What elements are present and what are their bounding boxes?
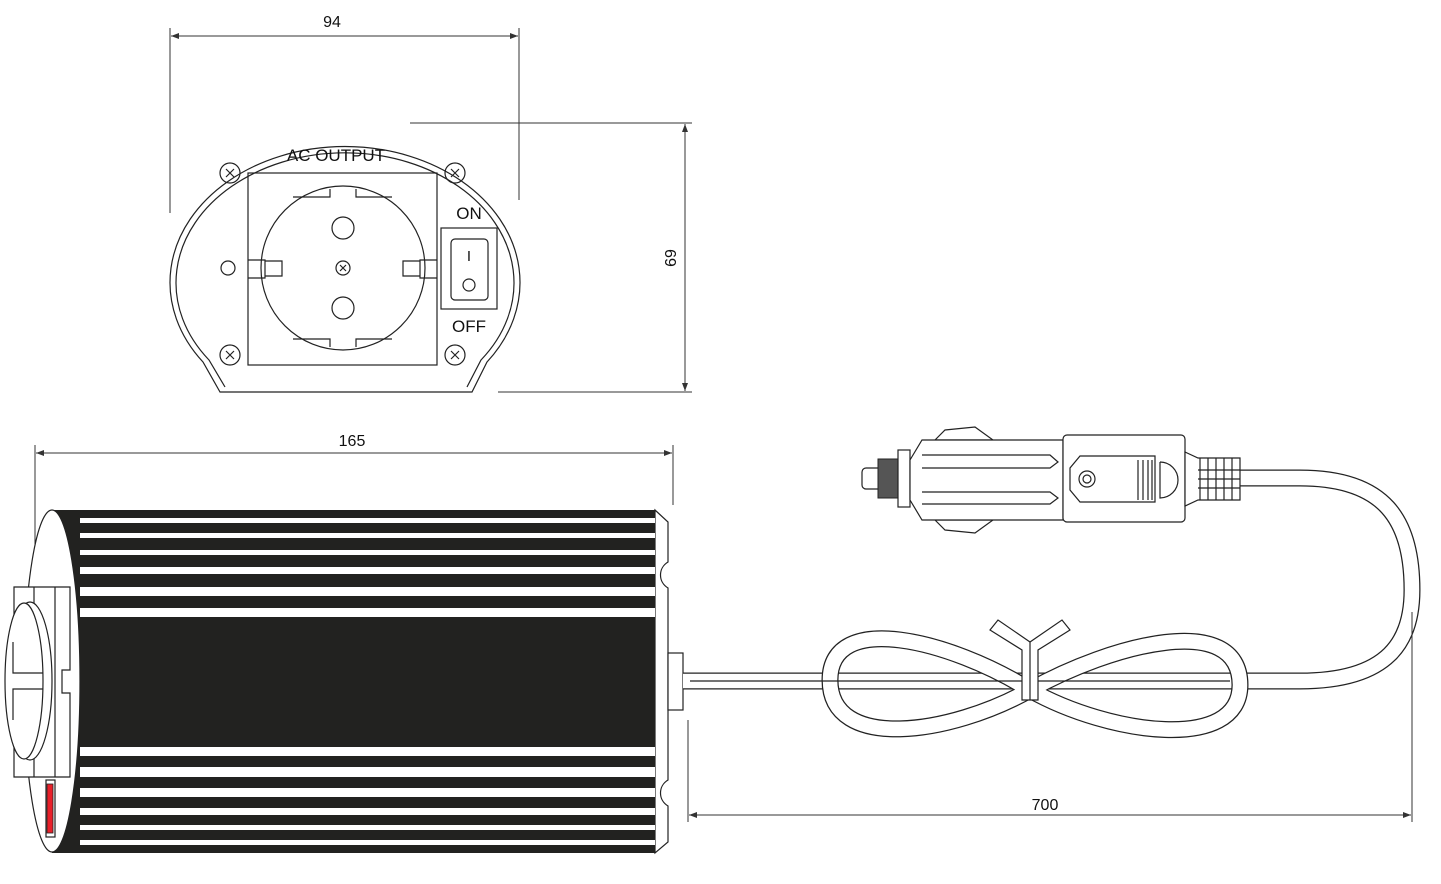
cigarette-lighter-plug [861, 426, 1241, 534]
dimension-height-label: 69 [663, 249, 680, 267]
cable-grommet [667, 652, 684, 711]
screw-icon [1078, 470, 1096, 488]
heatsink-body [52, 510, 655, 853]
dimension-height: 69 [410, 122, 692, 393]
dimension-length: 165 [34, 433, 674, 560]
switch-on-mark: I [467, 248, 471, 265]
dimension-width-label: 94 [323, 14, 341, 31]
switch-on-label: ON [456, 204, 482, 223]
led-indicator [46, 783, 54, 834]
power-cable [683, 469, 1421, 738]
dimension-cable: 700 [687, 612, 1413, 822]
screw-icon [335, 260, 351, 276]
dimension-width: 94 [169, 14, 520, 213]
socket-plate [247, 172, 438, 366]
inverter-body [4, 508, 684, 855]
ac-output-label: AC OUTPUT [287, 146, 385, 165]
corner-screws [219, 162, 466, 366]
dimension-cable-label: 700 [1032, 797, 1059, 814]
front-panel-view: AC OUTPUT ON I OFF [169, 145, 521, 393]
plug-knurl [877, 458, 899, 499]
power-switch[interactable] [440, 227, 498, 310]
switch-off-label: OFF [452, 317, 486, 336]
dimension-length-label: 165 [339, 433, 366, 450]
